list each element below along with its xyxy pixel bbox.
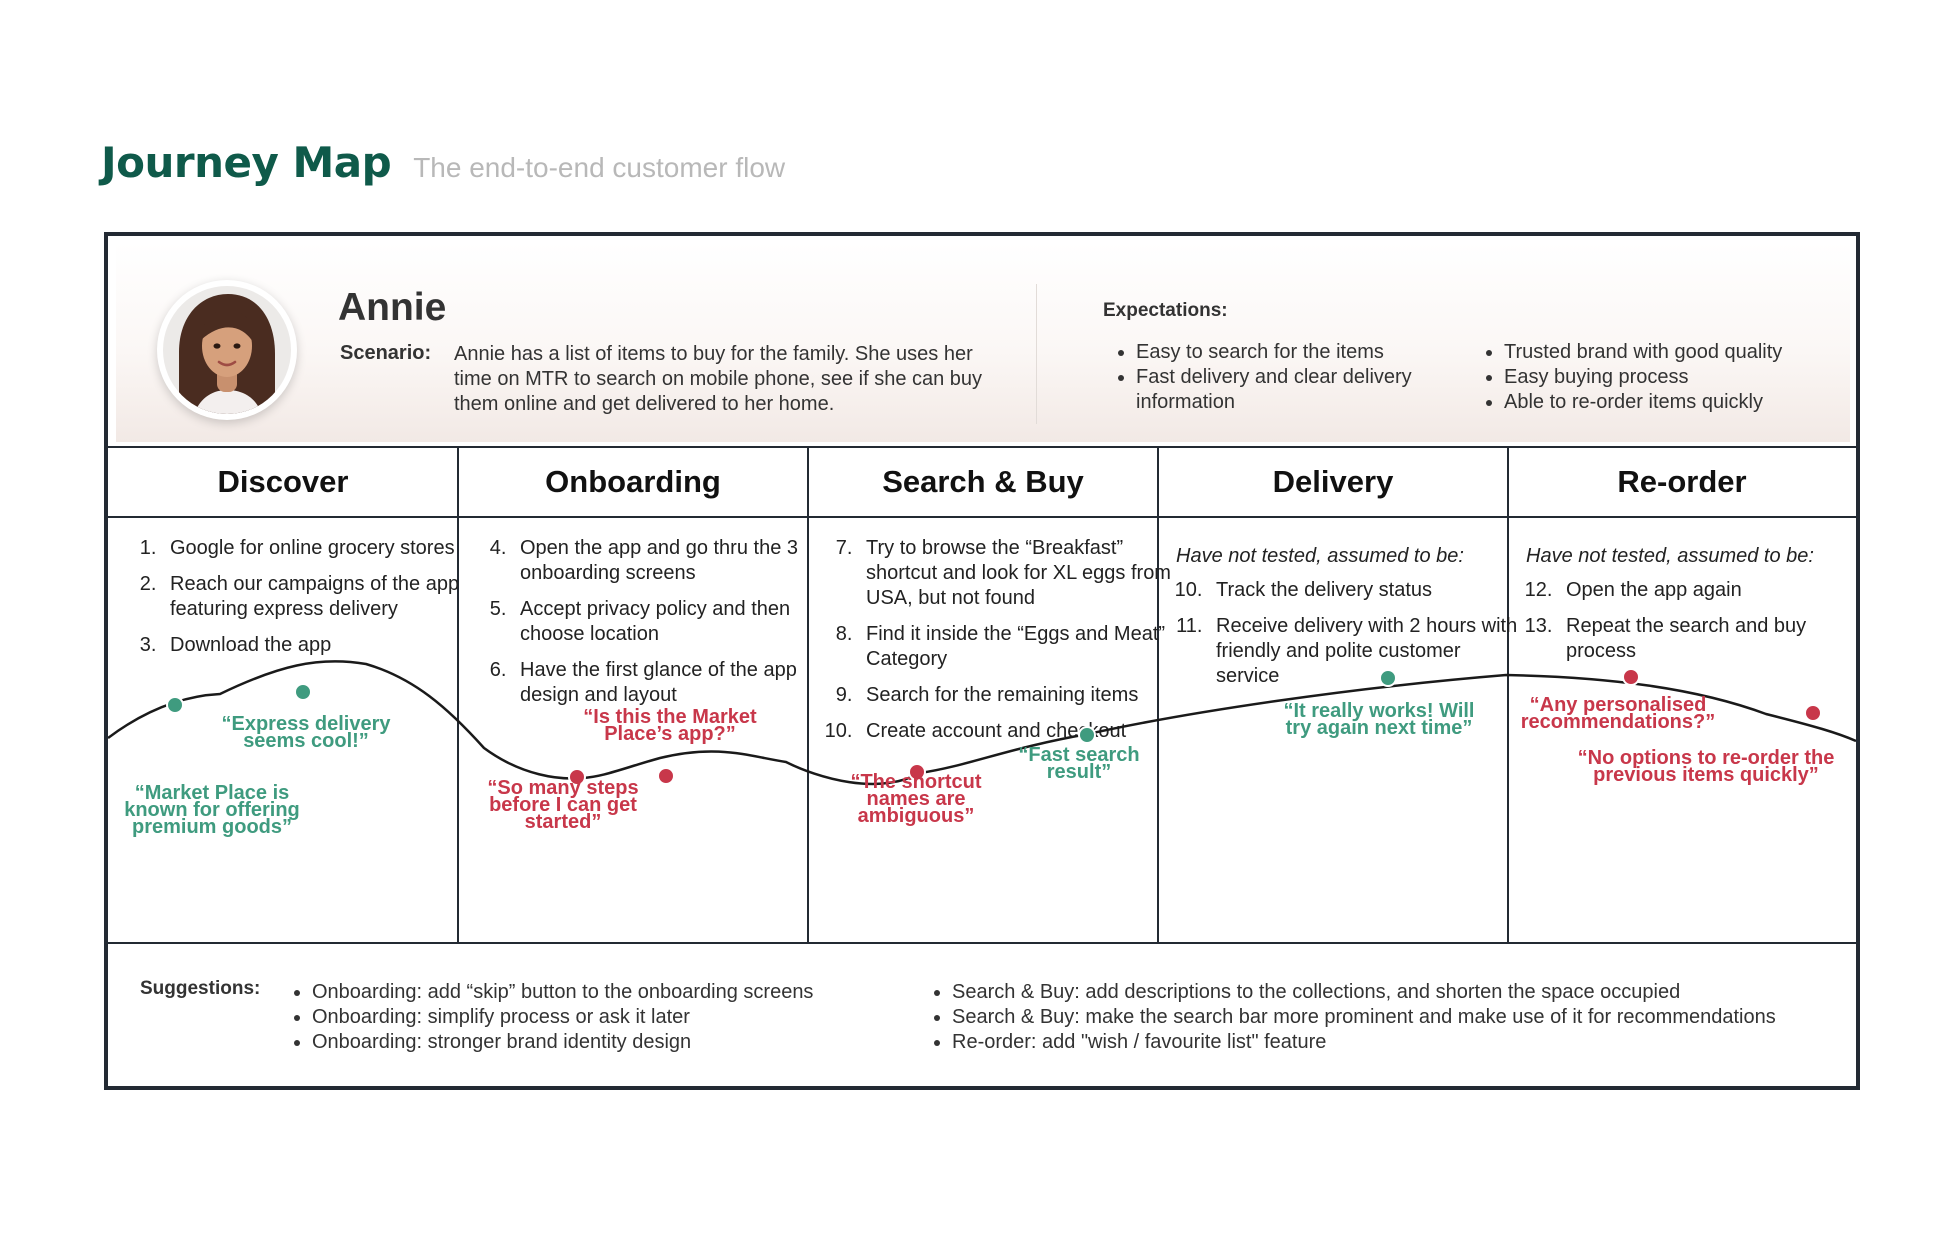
suggestion-item: Onboarding: simplify process or ask it l… — [312, 1005, 932, 1030]
page-header: Journey Map The end-to-end customer flow — [101, 138, 785, 187]
step-item: Open the app and go thru the 3 onboardin… — [512, 536, 832, 586]
stage-header-onboarding: Onboarding — [458, 446, 808, 518]
emotion-curve-line — [108, 660, 1856, 786]
emotion-point-positive — [166, 696, 184, 714]
stage-header-reorder: Re-order — [1508, 446, 1856, 518]
expectation-item: Fast delivery and clear delivery informa… — [1136, 365, 1476, 415]
step-item: Receive delivery with 2 hours with frien… — [1208, 614, 1528, 689]
step-item: Open the app again — [1558, 578, 1878, 603]
expectation-item: Easy buying process — [1504, 365, 1864, 390]
step-item: Create account and checkout — [858, 719, 1183, 744]
expectations-label: Expectations: — [1103, 300, 1228, 321]
emotion-point-positive — [1078, 726, 1096, 744]
delivery-assumption: Have not tested, assumed to be: — [1176, 545, 1464, 567]
persona-name: Annie — [338, 286, 447, 329]
step-item: Download the app — [162, 633, 482, 658]
emotion-point-negative — [1804, 704, 1822, 722]
emotion-point-positive — [294, 683, 312, 701]
suggestion-item: Re-order: add "wish / favourite list" fe… — [952, 1030, 1852, 1055]
emotion-point-negative — [657, 767, 675, 785]
emotion-point-negative — [1622, 668, 1640, 686]
suggestion-item: Onboarding: add “skip” button to the onb… — [312, 980, 932, 1005]
reorder-assumption: Have not tested, assumed to be: — [1526, 545, 1814, 567]
step-item: Find it inside the “Eggs and Meat” Categ… — [858, 622, 1183, 672]
page-title: Journey Map — [101, 138, 392, 187]
step-item: Accept privacy policy and then choose lo… — [512, 597, 832, 647]
emotion-point-negative — [568, 768, 586, 786]
column-divider — [457, 446, 459, 942]
emotion-point-positive — [1379, 669, 1397, 687]
scenario-label: Scenario: — [340, 342, 432, 364]
expectation-item: Trusted brand with good quality — [1504, 340, 1864, 365]
step-item: Have the first glance of the app design … — [512, 658, 832, 708]
stage-header-delivery: Delivery — [1158, 446, 1508, 518]
page-subtitle: The end-to-end customer flow — [413, 152, 786, 183]
emotion-point-negative — [908, 763, 926, 781]
persona-divider — [1036, 284, 1037, 424]
discover-steps: Google for online grocery stores Reach o… — [130, 536, 482, 669]
expectation-item: Easy to search for the items — [1136, 340, 1476, 365]
step-item: Try to browse the “Breakfast” shortcut a… — [858, 536, 1183, 611]
suggestions-label: Suggestions: — [140, 978, 261, 999]
column-divider — [807, 446, 809, 942]
expectations-list-2: Trusted brand with good quality Easy buy… — [1480, 340, 1864, 415]
expectations-list-1: Easy to search for the items Fast delive… — [1112, 340, 1476, 415]
suggestions-list-1: Onboarding: add “skip” button to the onb… — [290, 980, 932, 1055]
step-item: Repeat the search and buy process — [1558, 614, 1878, 664]
step-item: Search for the remaining items — [858, 683, 1183, 708]
column-divider — [1507, 446, 1509, 942]
suggestions-list-2: Search & Buy: add descriptions to the co… — [930, 980, 1852, 1055]
suggestion-item: Search & Buy: make the search bar more p… — [952, 1005, 1852, 1030]
column-divider — [1157, 446, 1159, 942]
persona-avatar — [157, 280, 297, 420]
stage-header-search-buy: Search & Buy — [808, 446, 1158, 518]
suggestions-divider — [108, 942, 1856, 944]
suggestion-item: Onboarding: stronger brand identity desi… — [312, 1030, 932, 1055]
step-item: Track the delivery status — [1208, 578, 1528, 603]
scenario-text: Annie has a list of items to buy for the… — [454, 343, 983, 415]
suggestion-item: Search & Buy: add descriptions to the co… — [952, 980, 1852, 1005]
stage-header-discover: Discover — [108, 446, 458, 518]
expectation-item: Able to re-order items quickly — [1504, 390, 1864, 415]
search-buy-steps: Try to browse the “Breakfast” shortcut a… — [825, 536, 1183, 755]
persona-panel: Annie Scenario: Annie has a list of item… — [116, 242, 1850, 442]
persona-portrait-icon — [163, 286, 291, 414]
journey-map-frame: Annie Scenario: Annie has a list of item… — [104, 232, 1860, 1090]
delivery-steps: Track the delivery status Receive delive… — [1176, 578, 1528, 700]
reorder-steps: Open the app again Repeat the search and… — [1526, 578, 1878, 675]
step-item: Reach our campaigns of the app featuring… — [162, 572, 482, 622]
step-item: Google for online grocery stores — [162, 536, 482, 561]
onboarding-steps: Open the app and go thru the 3 onboardin… — [480, 536, 832, 719]
